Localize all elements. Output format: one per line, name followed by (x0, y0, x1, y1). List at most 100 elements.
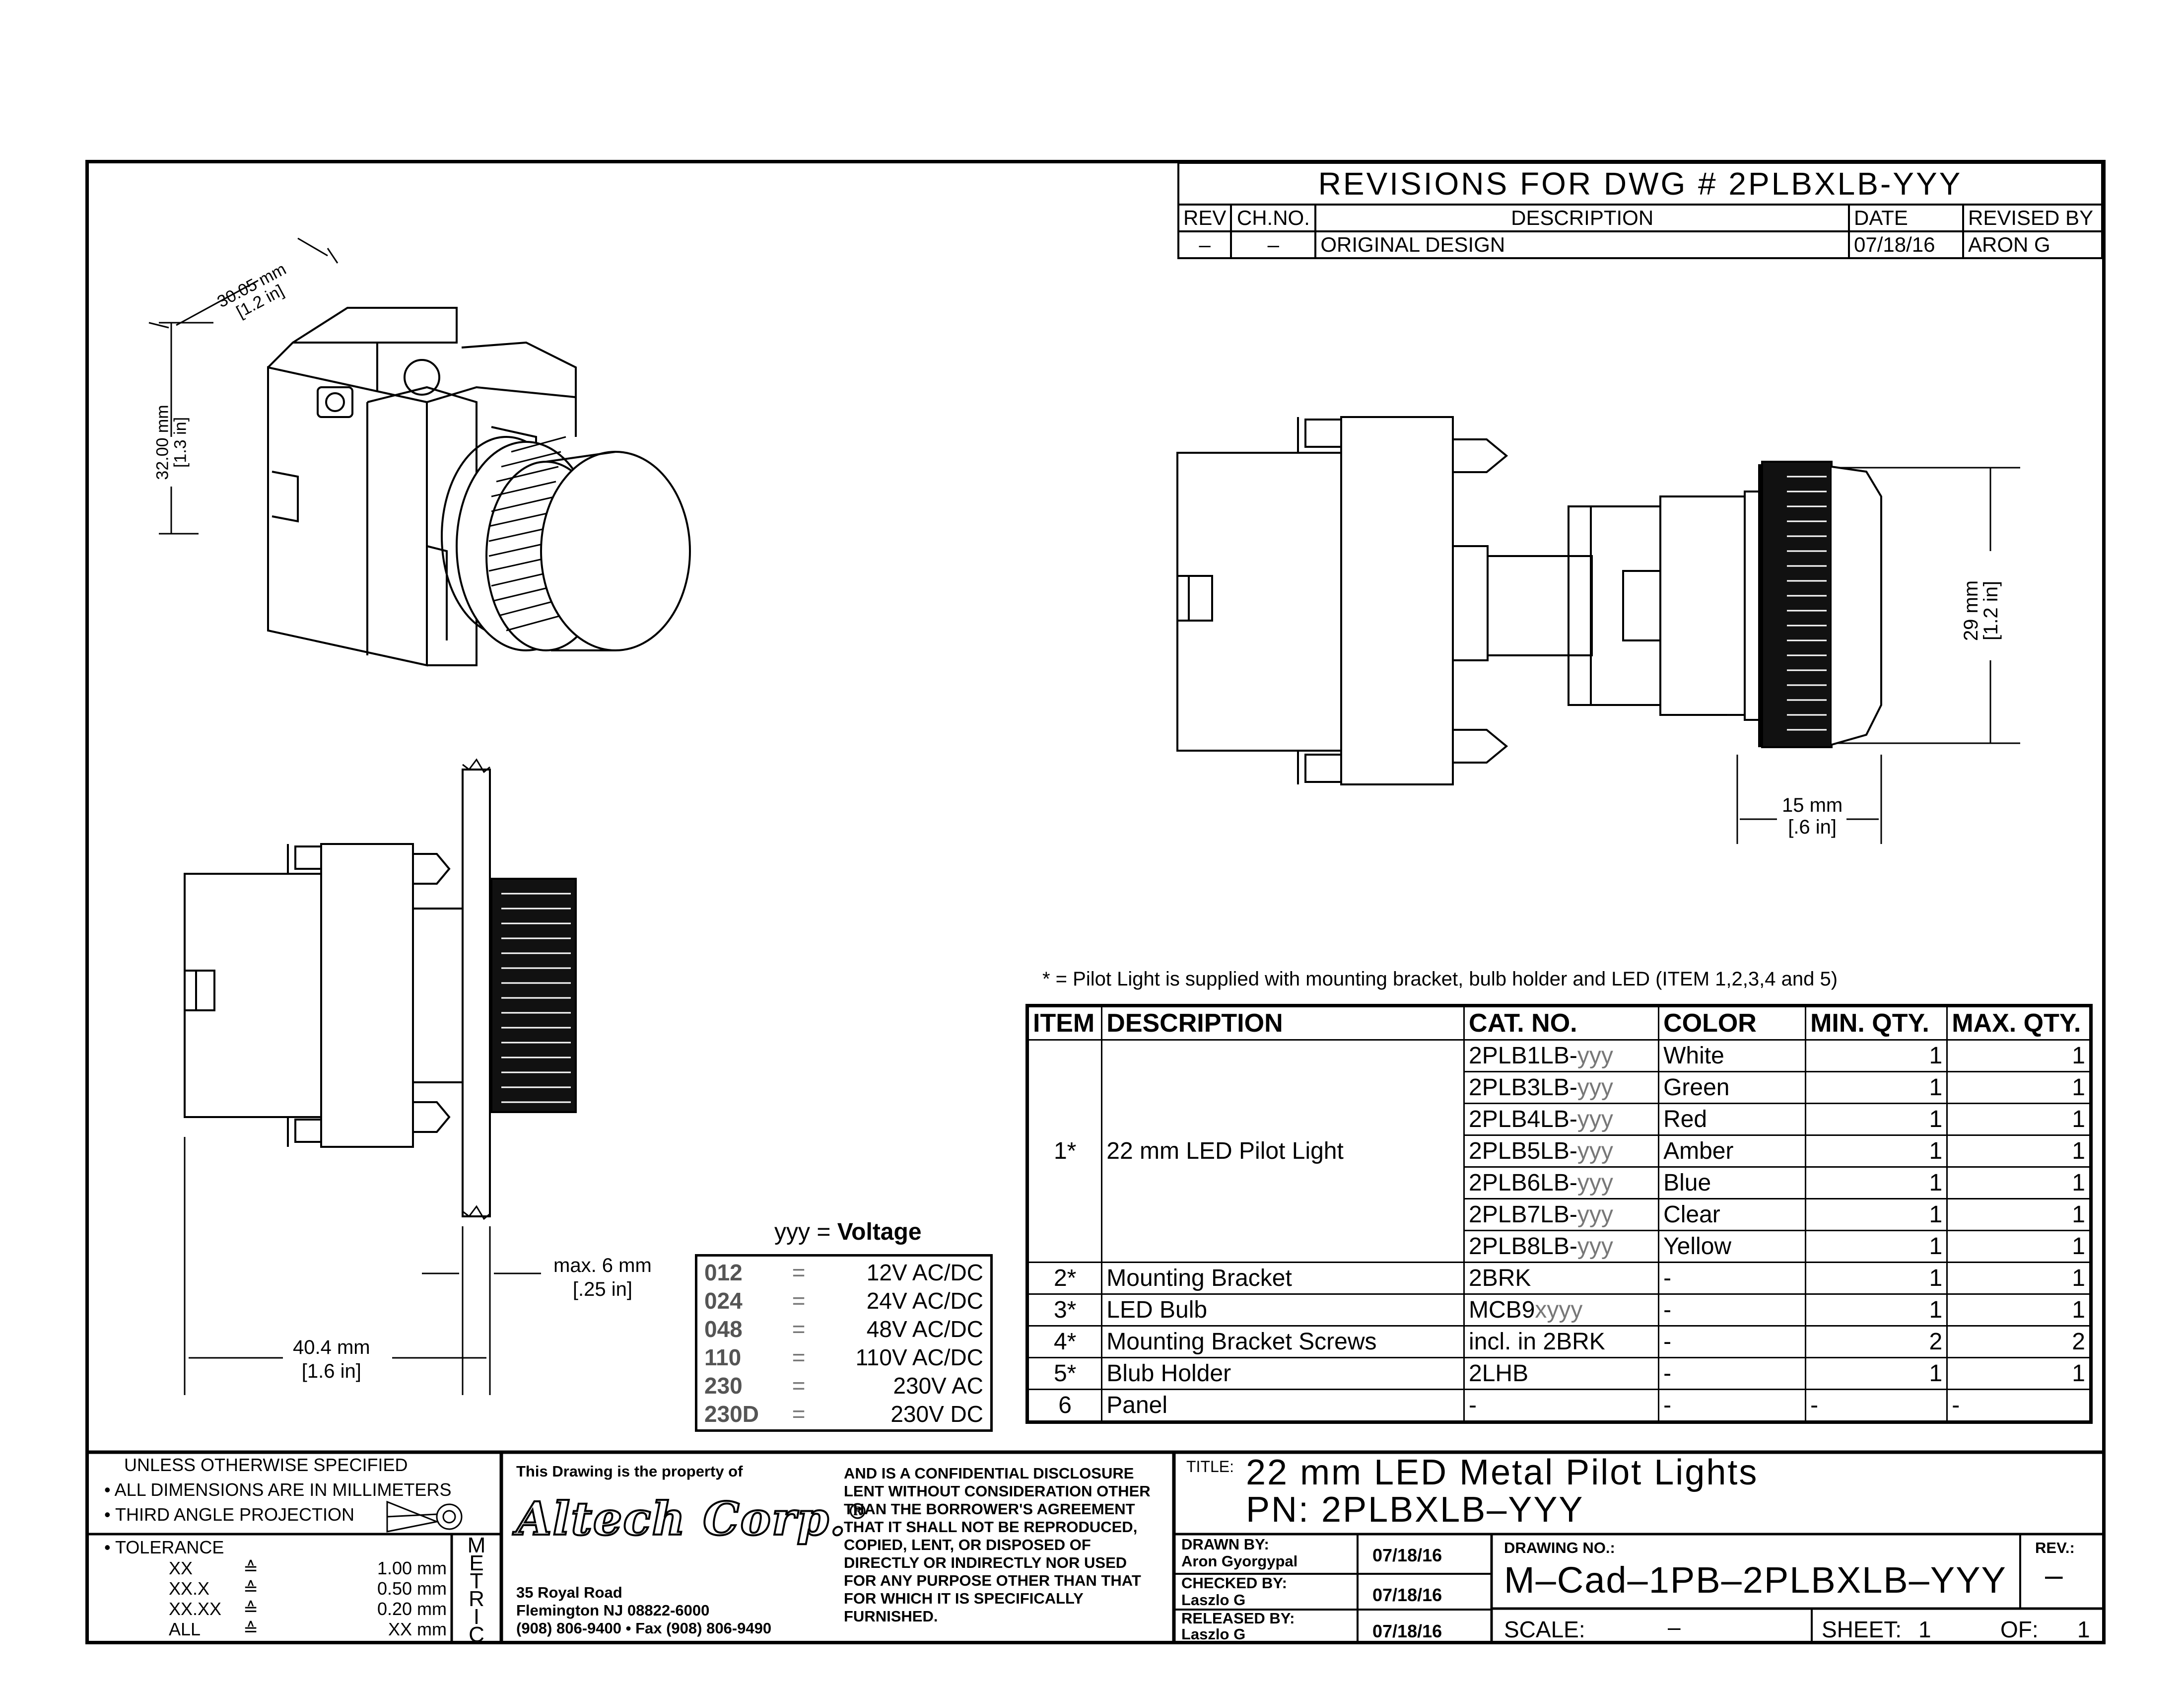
bom-color: Yellow (1658, 1230, 1807, 1263)
bom-item: 6 (1026, 1389, 1103, 1423)
tol-eq: ≙ (243, 1558, 259, 1578)
tb-scale-value: – (1668, 1614, 1681, 1640)
tol-key: XX.XX (169, 1599, 222, 1619)
bom-item: 4* (1026, 1325, 1103, 1358)
cat-prefix: 2BRK (1469, 1265, 1531, 1291)
tb-checked-date: 07/18/16 (1372, 1585, 1442, 1605)
dim-value: max. 6 mm (553, 1255, 652, 1276)
tb-drawn: DRAWN BY:Aron Gyorgypal (1181, 1536, 1297, 1570)
rev-cell: 07/18/16 (1848, 230, 1964, 259)
dim-value-in: [1.2 in] (1980, 580, 2002, 641)
bom-min: - (1805, 1389, 1948, 1423)
bom-table: ITEM DESCRIPTION CAT. NO. COLOR MIN. QTY… (1025, 1004, 2093, 1424)
bom-header: MIN. QTY. (1805, 1005, 1948, 1041)
rev-header-revised-by: REVISED BY (1962, 204, 2103, 232)
table-row: 3* LED Bulb MCB9xyyy - 1 1 (1026, 1293, 2092, 1327)
cat-suffix: yyy (1577, 1233, 1613, 1260)
side-view-assembled (1176, 416, 2020, 844)
tol-key: XX (169, 1558, 193, 1578)
tol-val: 0.20 mm (377, 1599, 447, 1619)
confidential-line: LENT WITHOUT CONSIDERATION OTHER (844, 1482, 1151, 1500)
list-item: XX≙1.00 mm (169, 1559, 447, 1579)
tb-bullet-dimensions: • ALL DIMENSIONS ARE IN MILLIMETERS (104, 1479, 452, 1500)
bom-min: 1 (1805, 1134, 1948, 1168)
bom-item: 1* (1026, 1039, 1103, 1263)
confidential-line: FURNISHED. (844, 1608, 938, 1625)
table-row: 5* Blub Holder 2LHB - 1 1 (1026, 1357, 2092, 1390)
dim-iso-height: 32.00 mm [1.3 in] (153, 405, 190, 480)
bom-min: 1 (1805, 1071, 1948, 1104)
bom-max: 1 (1946, 1071, 2092, 1104)
voltage-code: 230 (704, 1373, 743, 1399)
drawn-name: Aron Gyorgypal (1181, 1552, 1298, 1570)
rev-cell: ARON G (1962, 230, 2103, 259)
dim-value-in: [1.3 in] (171, 417, 190, 468)
voltage-code: 110 (704, 1344, 742, 1370)
revisions-table: REVISIONS FOR DWG # 2PLBXLB-YYY REV CH.N… (1177, 162, 2103, 259)
rev-header-rev: REV (1177, 204, 1232, 232)
bom-note: * = Pilot Light is supplied with mountin… (1042, 968, 1838, 990)
bom-max: 1 (1946, 1262, 2092, 1295)
altech-logo: Altech Corp.® (515, 1491, 870, 1547)
list-item: 012=12V AC/DC (704, 1259, 983, 1287)
tol-eq: ≙ (243, 1619, 259, 1639)
logo-registered: ® (846, 1499, 870, 1525)
bom-description: 22 mm LED Pilot Light (1101, 1039, 1465, 1263)
dim-value: 15 mm (1782, 794, 1843, 816)
voltage-title-prefix: yyy = (774, 1219, 837, 1245)
rev-cell: – (1177, 230, 1232, 259)
confidential-line: DIRECTLY OR INDIRECTLY NOR USED (844, 1554, 1127, 1571)
bom-color: - (1658, 1357, 1807, 1390)
dim-depth-15: 15 mm [.6 in] (1782, 794, 1843, 838)
tb-of-value: 1 (2077, 1617, 2090, 1642)
list-item: 230=230V AC (704, 1372, 983, 1400)
tb-checked: CHECKED BY:Laszlo G (1181, 1575, 1287, 1609)
bom-min: 1 (1805, 1357, 1948, 1390)
cat-prefix: 2PLB6LB- (1469, 1169, 1577, 1196)
bom-cat: - (1463, 1389, 1660, 1423)
bom-max: - (1946, 1389, 2092, 1423)
logo-text: Altech Corp. (515, 1491, 847, 1547)
dim-value-in: [1.6 in] (301, 1360, 361, 1382)
bom-header: ITEM (1026, 1005, 1103, 1041)
side-view-panel (184, 758, 577, 1395)
bom-description: Blub Holder (1101, 1357, 1465, 1390)
isometric-view (148, 237, 691, 667)
table-row: 2PLB4LB-yyy Red 1 1 (1027, 1103, 2092, 1136)
bom-description: Mounting Bracket Screws (1101, 1325, 1465, 1358)
checked-name: Laszlo G (1181, 1591, 1246, 1609)
tb-released-date: 07/18/16 (1372, 1621, 1442, 1641)
bom-description: Mounting Bracket (1101, 1262, 1465, 1295)
bom-color: - (1658, 1389, 1807, 1423)
rev-cell: ORIGINAL DESIGN (1314, 230, 1850, 259)
list-item: XX.XX≙0.20 mm (169, 1600, 447, 1620)
table-row: 2PLB6LB-yyy Blue 1 1 (1027, 1166, 2092, 1199)
tb-scale-label: SCALE: (1504, 1617, 1585, 1642)
bom-cat: 2PLB7LB-yyy (1463, 1198, 1660, 1231)
voltage-value: 12V AC/DC (866, 1260, 983, 1285)
bom-item: 5* (1026, 1357, 1103, 1390)
tb-tolerance-rows: XX≙1.00 mm XX.X≙0.50 mm XX.XX≙0.20 mm AL… (169, 1559, 447, 1640)
bom-max: 1 (1946, 1134, 2092, 1168)
voltage-value: 110V AC/DC (855, 1344, 983, 1370)
bom-min: 1 (1805, 1198, 1948, 1231)
tb-title-label: TITLE: (1186, 1458, 1234, 1476)
bom-cat: 2BRK (1463, 1262, 1660, 1295)
cat-prefix: incl. in 2BRK (1469, 1328, 1605, 1355)
cat-suffix: yyy (1577, 1074, 1613, 1101)
tol-key: ALL (169, 1619, 201, 1639)
bom-max: 2 (1946, 1325, 2092, 1358)
voltage-value: 48V AC/DC (866, 1316, 983, 1342)
tol-eq: ≙ (243, 1578, 259, 1599)
list-item: 024=24V AC/DC (704, 1287, 983, 1315)
bom-color: Red (1658, 1103, 1807, 1136)
bom-item: 3* (1026, 1293, 1103, 1327)
list-item: 230D=230V DC (704, 1400, 983, 1428)
tb-sheet-value: 1 (1918, 1617, 1931, 1642)
dim-value: 32.00 mm (153, 405, 172, 480)
metric-letter: T (470, 1569, 483, 1593)
cat-prefix: 2PLB5LB- (1469, 1137, 1577, 1164)
released-label: RELEASED BY: (1181, 1610, 1295, 1627)
bom-color: Clear (1658, 1198, 1807, 1231)
